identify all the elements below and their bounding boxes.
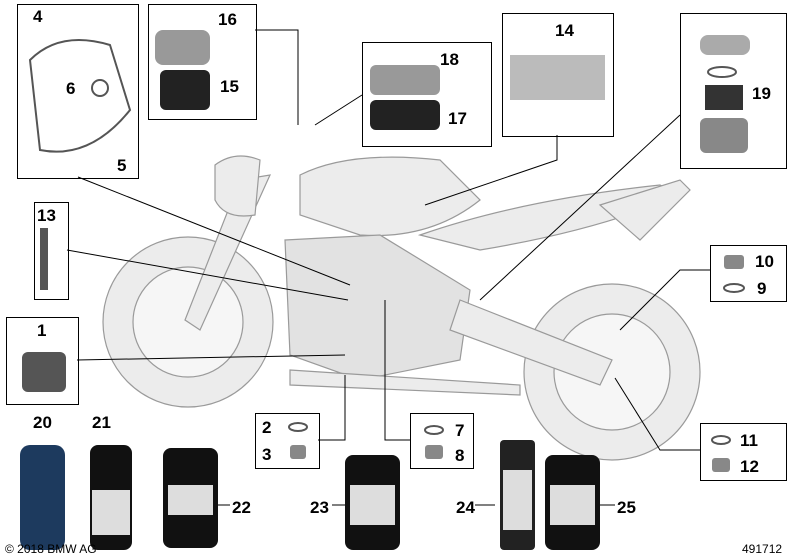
- callout-box-19: [680, 13, 787, 169]
- copyright: © 2018 BMW AG: [5, 542, 97, 556]
- exhaust: [289, 369, 521, 396]
- callout-11: 11: [740, 431, 758, 450]
- part-sketches: [22, 30, 750, 472]
- bottle-20: [20, 445, 65, 550]
- fluid-bottles: [20, 440, 600, 550]
- diagram-id: 491712: [742, 542, 783, 556]
- callout-box-13: [34, 202, 69, 300]
- callout-25: 25: [617, 498, 636, 517]
- callout-23: 23: [310, 498, 329, 517]
- callout-box-17-18: [362, 42, 492, 147]
- callout-17: 17: [448, 109, 467, 128]
- headlight: [214, 155, 261, 217]
- callout-21: 21: [92, 413, 111, 432]
- callout-box-14: [502, 13, 614, 137]
- callout-box-15-16: [148, 4, 257, 120]
- callout-5: 5: [117, 156, 127, 175]
- callout-8: 8: [455, 446, 465, 465]
- tail: [598, 179, 691, 241]
- callout-13: 13: [37, 206, 56, 225]
- callout-20: 20: [33, 413, 52, 432]
- callout-7: 7: [455, 421, 465, 440]
- callout-box-4: [17, 4, 139, 179]
- callout-box-2-3: [255, 413, 320, 469]
- callout-1: 1: [37, 321, 47, 340]
- leader-lines: [66, 29, 710, 451]
- callout-12: 12: [740, 457, 759, 476]
- callout-box-7-8: [410, 413, 474, 469]
- callout-2: 2: [262, 418, 272, 437]
- callout-18: 18: [440, 50, 459, 69]
- callout-15: 15: [220, 77, 239, 96]
- callout-10: 10: [755, 252, 774, 271]
- callout-14: 14: [555, 21, 574, 40]
- fuel-tank: [299, 156, 481, 237]
- callout-3: 3: [262, 445, 272, 464]
- swingarm: [449, 299, 613, 386]
- callout-4: 4: [33, 7, 43, 26]
- callout-9: 9: [757, 279, 767, 298]
- engine: [284, 234, 471, 381]
- callout-box-9-10: [710, 245, 787, 302]
- callout-24: 24: [456, 498, 475, 517]
- callout-6: 6: [66, 79, 76, 98]
- callout-22: 22: [232, 498, 251, 517]
- callout-box-1: [6, 317, 79, 405]
- callout-16: 16: [218, 10, 237, 29]
- callout-box-11-12: [700, 423, 787, 481]
- callout-19: 19: [752, 84, 771, 103]
